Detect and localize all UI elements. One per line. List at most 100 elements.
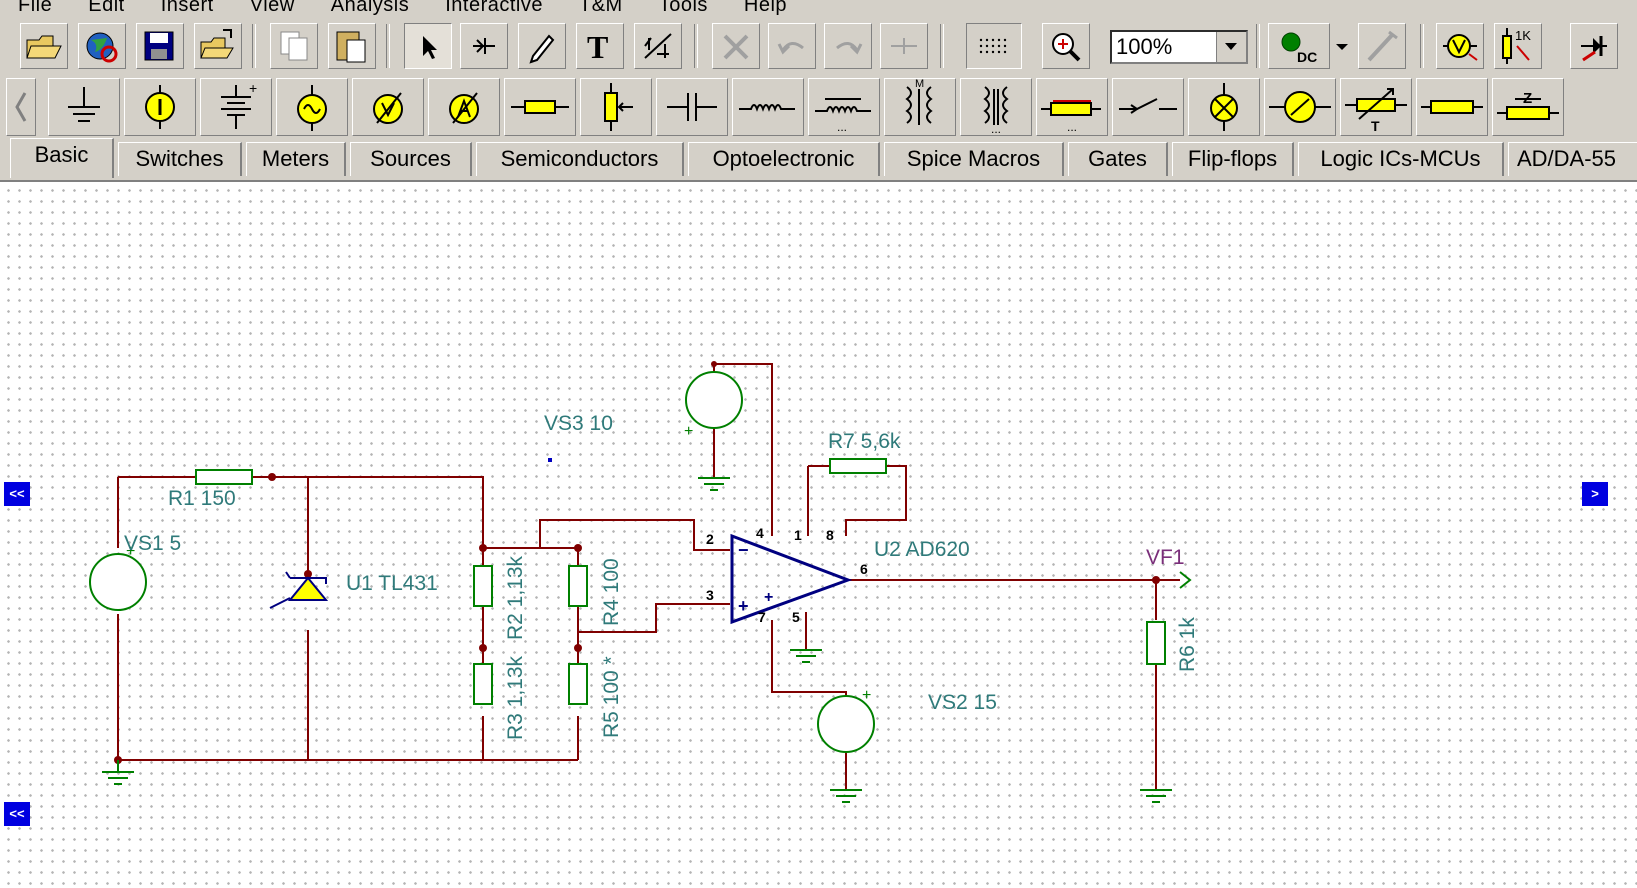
svg-text:+: + (126, 543, 135, 560)
pointer-icon (423, 36, 437, 59)
supply-plus-mark: + (764, 589, 773, 606)
transformer-core-component-button[interactable]: ... (960, 78, 1032, 136)
meter-button[interactable] (1436, 23, 1484, 69)
scroll-left-nav-button[interactable]: << (4, 482, 30, 506)
menu-tm[interactable]: T&M (578, 0, 623, 16)
potentiometer-icon (604, 83, 633, 131)
vs1-label: VS1 5 (124, 532, 181, 555)
resistors (195, 458, 1166, 705)
noninverting-input-mark: + (738, 596, 749, 616)
ammeter-component-button[interactable] (428, 78, 500, 136)
tab-basic[interactable]: Basic (10, 138, 114, 178)
tab-ad-da[interactable]: AD/DA-55 (1508, 142, 1637, 176)
ad620-instrumentation-amplifier (730, 533, 853, 625)
redo-button[interactable] (824, 23, 872, 69)
zoom-select[interactable]: 100% (1110, 30, 1248, 64)
component-param-button[interactable]: 1K (1494, 23, 1542, 69)
lamp-component-button[interactable] (1188, 78, 1260, 136)
tab-spice-macros[interactable]: Spice Macros (884, 142, 1064, 176)
undo-button[interactable] (768, 23, 816, 69)
pencil-button[interactable] (518, 23, 566, 69)
open-folder-button[interactable] (20, 23, 68, 69)
component-param-icon: 1K (1502, 28, 1531, 64)
tab-sources[interactable]: Sources (350, 142, 472, 176)
tab-gates[interactable]: Gates (1068, 142, 1168, 176)
resistor-bus-component-button[interactable]: ... (1036, 78, 1108, 136)
schematic-canvas[interactable]: + + + R1 150 VS1 5 U1 TL431 (0, 182, 1637, 888)
tab-optoelectronic[interactable]: Optoelectronic (688, 142, 880, 176)
probe-button[interactable] (1358, 23, 1406, 69)
ground-icon (68, 87, 100, 122)
grid-icon (979, 38, 1007, 54)
battery-component-button[interactable]: + (200, 78, 272, 136)
grid-button[interactable] (966, 23, 1022, 69)
junction-button[interactable] (880, 23, 928, 69)
ground-component-button[interactable] (48, 78, 120, 136)
save-button[interactable] (136, 23, 184, 69)
scroll-right-nav-button[interactable]: > (1582, 482, 1608, 506)
delete-button[interactable] (712, 23, 760, 69)
inductor-component-button[interactable] (732, 78, 804, 136)
save-icon (144, 31, 174, 61)
impedance-component-button[interactable]: Z (1492, 78, 1564, 136)
resistor-icon (511, 100, 569, 114)
zoom-dropdown-button[interactable] (1216, 32, 1246, 62)
capacitor-component-button[interactable] (656, 78, 728, 136)
voltmeter-component-button[interactable] (352, 78, 424, 136)
resistor-component-button[interactable] (504, 78, 576, 136)
tab-logic-ics-mcus[interactable]: Logic ICs-MCUs (1298, 142, 1504, 176)
current-source-component-button[interactable] (124, 78, 196, 136)
fuse-component-button[interactable] (1416, 78, 1488, 136)
paste-button[interactable] (328, 23, 376, 69)
variable-resistor-icon: T (1345, 88, 1407, 134)
r2-label: R2 1,13k (504, 555, 527, 640)
switch-component-button[interactable] (1112, 78, 1184, 136)
menu-tools[interactable]: Tools (658, 0, 708, 16)
menu-interactive[interactable]: Interactive (445, 0, 543, 16)
scroll-left-button[interactable] (6, 78, 36, 136)
wire-button[interactable] (460, 23, 508, 69)
marker-button[interactable] (1570, 23, 1618, 69)
menu-help[interactable]: Help (743, 0, 788, 16)
pin-4-label: 4 (756, 525, 764, 541)
pointer-button[interactable] (404, 23, 452, 69)
toolbar-separator (252, 24, 256, 68)
menu-insert[interactable]: Insert (160, 0, 214, 16)
zoom-button[interactable] (1042, 23, 1090, 69)
core-inductor-component-button[interactable]: ... (808, 78, 880, 136)
motor-component-button[interactable] (1264, 78, 1336, 136)
tab-flip-flops[interactable]: Flip-flops (1172, 142, 1294, 176)
scroll-left-bottom-nav-button[interactable]: << (4, 802, 30, 826)
battery-icon: + (221, 80, 257, 129)
potentiometer-component-button[interactable] (580, 78, 652, 136)
text-button[interactable]: T (576, 23, 624, 69)
variable-resistor-component-button[interactable]: T (1340, 78, 1412, 136)
toolbar-separator (940, 24, 944, 68)
tab-switches[interactable]: Switches (118, 142, 242, 176)
label-button[interactable] (634, 23, 682, 69)
menu-file[interactable]: File (18, 0, 53, 16)
tab-meters[interactable]: Meters (246, 142, 346, 176)
zoom-icon (1052, 33, 1081, 62)
menu-view[interactable]: View (249, 0, 295, 16)
r5-label: R5 100 * (600, 656, 623, 738)
dc-analysis-icon: DC (1281, 32, 1317, 65)
voltage-source-component-button[interactable] (276, 78, 348, 136)
svg-text:...: ... (991, 122, 1001, 135)
inductor-icon (739, 104, 795, 112)
pin-1-label: 1 (794, 527, 802, 543)
dc-analysis-button[interactable]: DC (1268, 23, 1330, 69)
globe-button[interactable] (78, 23, 126, 69)
open-button[interactable] (194, 23, 242, 69)
ammeter-icon (449, 92, 479, 124)
menu-analysis[interactable]: Analysis (330, 0, 410, 16)
transformer-icon: M (905, 79, 933, 125)
dc-dropdown-button[interactable] (1330, 23, 1354, 69)
current-source-icon (145, 85, 175, 129)
copy-button[interactable] (270, 23, 318, 69)
core-inductor-icon: ... (815, 98, 871, 134)
tab-semiconductors[interactable]: Semiconductors (476, 142, 684, 176)
transformer-component-button[interactable]: M (884, 78, 956, 136)
menu-edit[interactable]: Edit (88, 0, 125, 16)
r5-resistor (568, 663, 588, 705)
